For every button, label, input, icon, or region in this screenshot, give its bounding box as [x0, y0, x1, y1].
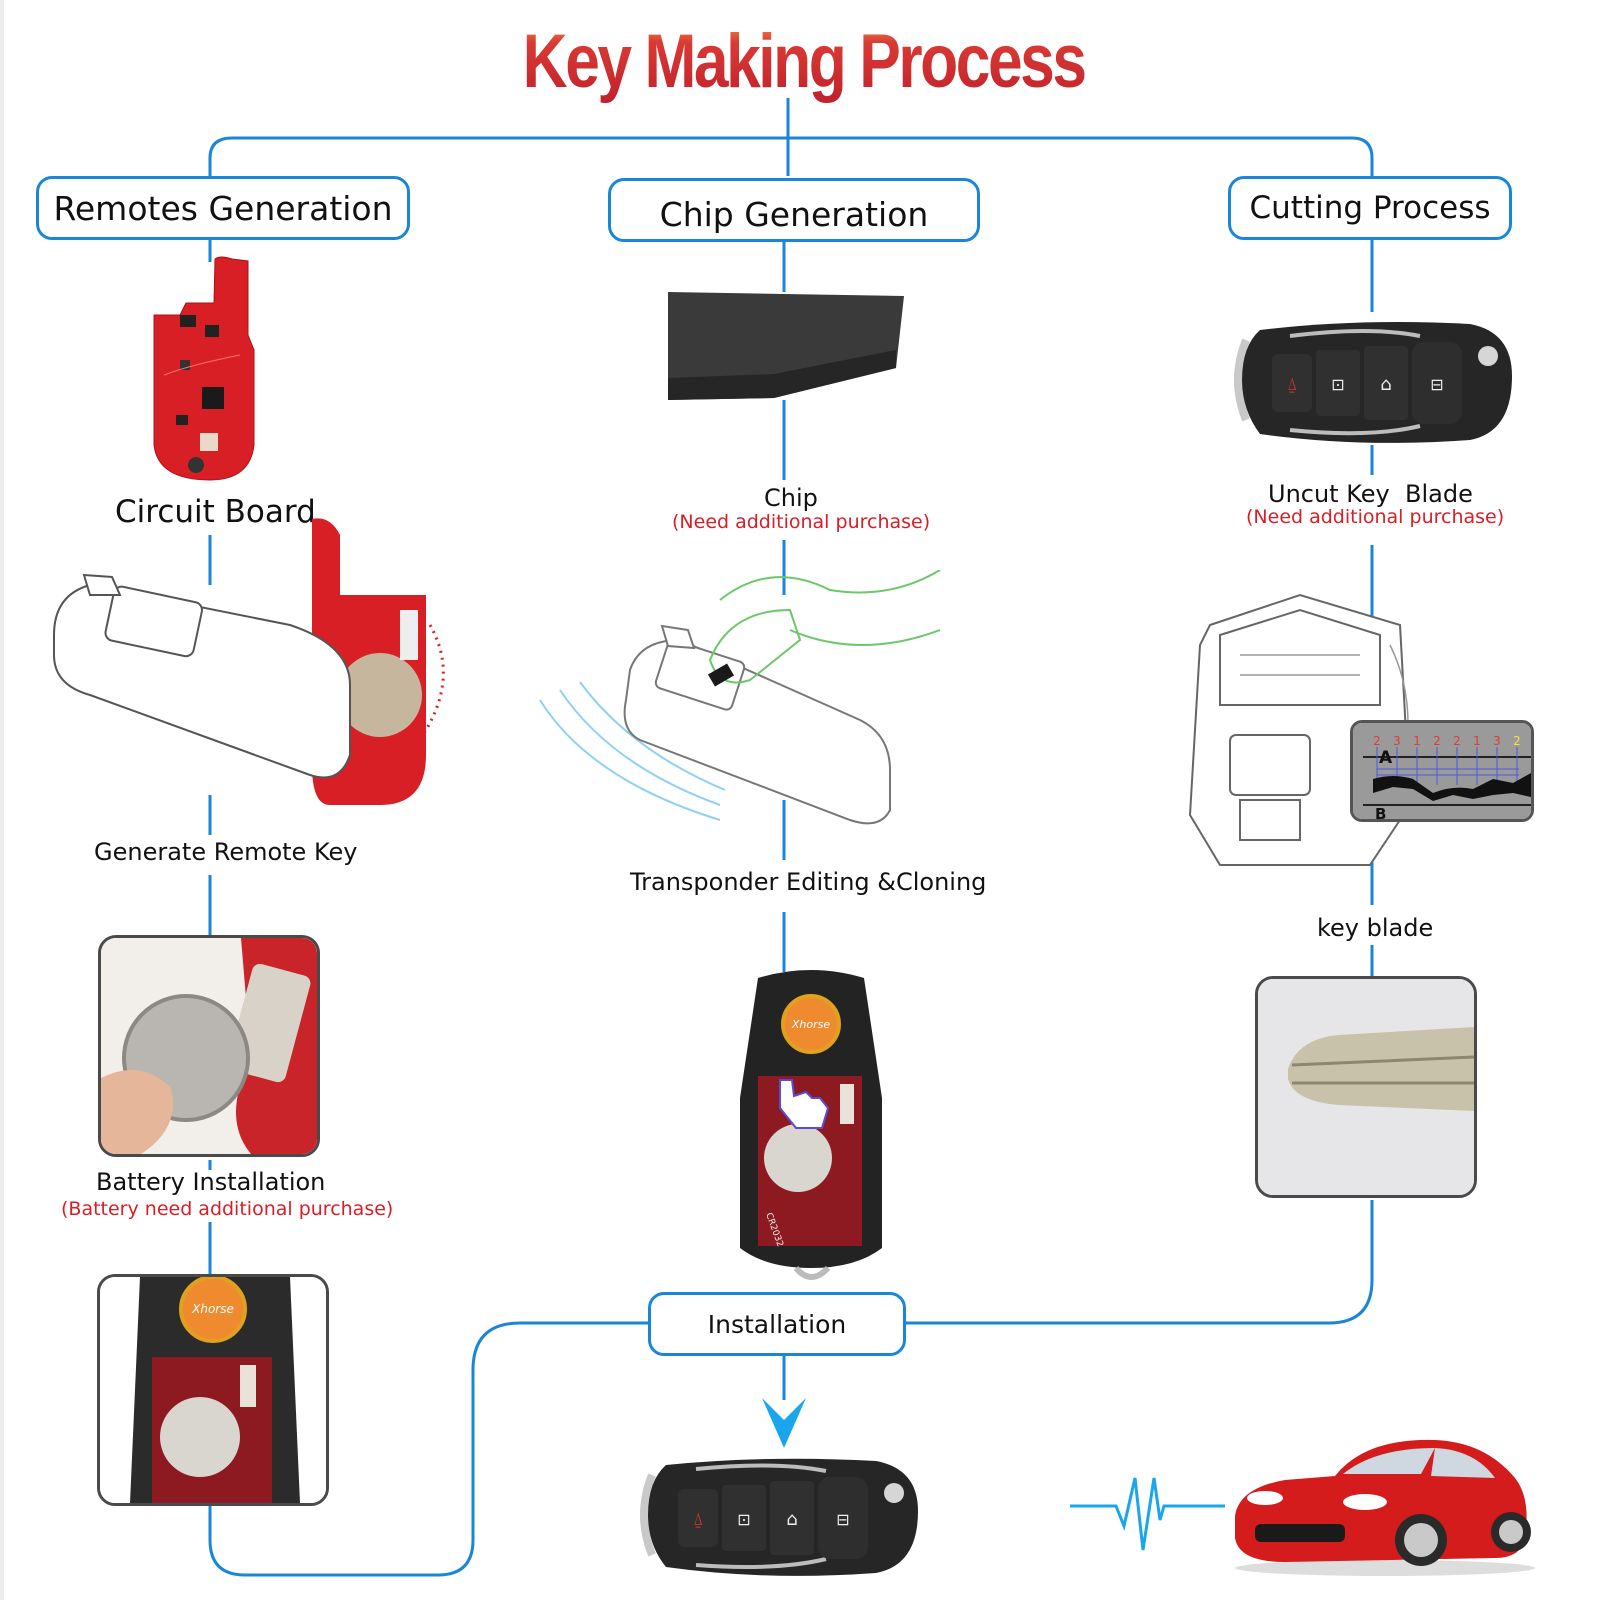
cutting-process-header: Cutting Process — [1228, 176, 1512, 240]
page-title: Key Making Process — [148, 18, 1460, 105]
finished-flip-key-image: ⍙ ⊡ ⌂ ⊟ — [640, 1458, 918, 1576]
battery-installation-photo — [98, 935, 320, 1157]
panic-button-icon-2: ⍙ — [1287, 374, 1298, 395]
battery-installation-label: Battery Installation — [96, 1168, 326, 1196]
cut-depth-4: 2 — [1433, 734, 1441, 748]
opened-remote-pointer-image: Xhorse CR2032 — [740, 970, 882, 1280]
panic-button-icon: ⍙ — [693, 1509, 704, 1530]
key-blade-photo — [1255, 976, 1477, 1198]
chip-generation-header: Chip Generation — [608, 178, 980, 242]
arrow-down-icon — [762, 1398, 806, 1448]
opened-remote-with-battery-photo: Xhorse — [97, 1274, 329, 1506]
key-blade-purchase-note: (Need additional purchase) — [1246, 506, 1505, 528]
row-b-label: B — [1375, 805, 1386, 819]
red-circuit-board-image — [153, 256, 255, 481]
key-tool-with-circuit-board-image — [53, 518, 445, 805]
battery-purchase-note: (Battery need additional purchase) — [61, 1198, 394, 1220]
connector-top-bar — [208, 136, 1374, 176]
uncut-key-blade-label: Uncut Key Blade — [1268, 480, 1473, 508]
transponder-editing-label: Transponder Editing &Cloning — [630, 868, 987, 896]
pulse-icon — [1070, 1477, 1225, 1551]
lock-icon-2: ⊟ — [1430, 375, 1443, 394]
pointer-cursor-icon — [779, 1079, 830, 1129]
key-tool-with-hand-image — [539, 570, 941, 825]
left-border — [0, 0, 4, 1600]
remote-buttons: ⍙ ⊡ ⌂ ⊟ — [678, 1477, 868, 1559]
cut-depth-8: 2 — [1513, 734, 1521, 748]
brand-logo: Xhorse — [191, 1302, 234, 1316]
cut-depth-1: 2 — [1373, 734, 1381, 748]
car-trunk-icon: ⌂ — [786, 1509, 797, 1530]
car-trunk-icon-2: ⌂ — [1380, 374, 1391, 395]
row-a-label: A — [1379, 748, 1393, 768]
cut-depth-6: 1 — [1473, 734, 1481, 748]
connector-left-bottom — [208, 1321, 648, 1577]
cut-depth-3: 1 — [1413, 734, 1421, 748]
circuit-board-label: Circuit Board — [115, 494, 316, 530]
chip-purchase-note: (Need additional purchase) — [672, 511, 931, 533]
unlock-trunk-icon: ⊡ — [737, 1510, 750, 1529]
installation-box: Installation — [648, 1292, 906, 1356]
remotes-generation-header: Remotes Generation — [36, 176, 410, 240]
connector-right-bottom — [904, 1200, 1374, 1325]
cut-depth-2: 3 — [1393, 734, 1401, 748]
generate-remote-key-label: Generate Remote Key — [94, 838, 358, 866]
brand-logo-2: Xhorse — [791, 1018, 830, 1031]
unlock-trunk-icon-2: ⊡ — [1331, 375, 1344, 394]
flip-key-remote-image: ⍙ ⊡ ⌂ ⊟ — [1234, 322, 1512, 443]
cut-depth-readout: 2 3 1 2 2 1 3 2 A B — [1350, 720, 1534, 822]
transponder-chip-image — [668, 292, 904, 400]
lock-icon: ⊟ — [836, 1510, 849, 1529]
key-blade-label: key blade — [1317, 914, 1434, 942]
red-sports-car-image — [1235, 1439, 1535, 1576]
cut-depth-5: 2 — [1453, 734, 1461, 748]
cut-depth-7: 3 — [1493, 734, 1501, 748]
chip-label: Chip — [764, 484, 818, 512]
